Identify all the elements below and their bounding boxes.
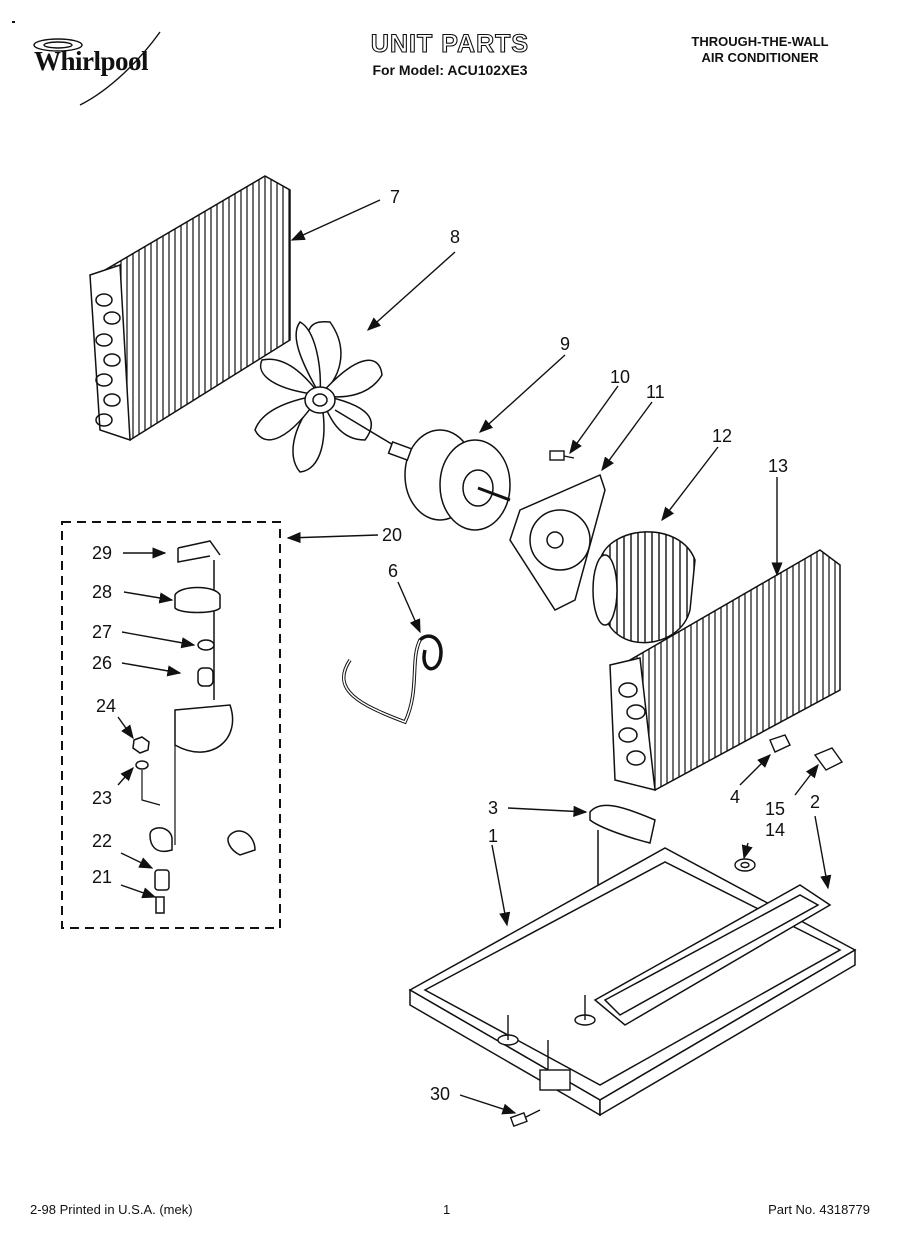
page-title: UNIT PARTS: [370, 29, 530, 58]
control-assembly-frame: [61, 521, 281, 929]
print-info: 2-98 Printed in U.S.A. (mek): [30, 1202, 193, 1217]
callout-29: 29: [92, 543, 112, 563]
callout-3: 3: [488, 798, 498, 818]
callout-14: 14: [765, 820, 785, 840]
part-number: Part No. 4318779: [768, 1202, 870, 1217]
callout-1: 1: [488, 826, 498, 846]
callout-8: 8: [450, 227, 460, 247]
product-line-1: THROUGH-THE-WALL: [691, 34, 829, 49]
whirlpool-swoosh-icon: [33, 31, 161, 106]
callout-15: 15: [765, 799, 785, 819]
callout-13: 13: [768, 456, 788, 476]
callout-20: 20: [382, 525, 402, 545]
callout-24: 24: [96, 696, 116, 716]
callout-10: 10: [610, 367, 630, 387]
evaporator-coil-part: [609, 549, 841, 791]
callout-30: 30: [430, 1084, 450, 1104]
handle-part: [589, 804, 656, 844]
condenser-coil-part: [89, 175, 291, 442]
callout-6: 6: [388, 561, 398, 581]
callout-2: 2: [810, 792, 820, 812]
callout-21: 21: [92, 867, 112, 887]
screw-part: [549, 450, 575, 461]
fan-blade-part: [254, 321, 383, 473]
drain-tray-part: [593, 884, 832, 1026]
screw-part: [509, 1109, 541, 1128]
callout-9: 9: [560, 334, 570, 354]
callout-27: 27: [92, 622, 112, 642]
blower-wheel-part: [592, 531, 696, 644]
tube-part: [342, 634, 443, 725]
model-line: For Model: ACU102XE3: [372, 62, 528, 78]
page-number: 1: [443, 1202, 451, 1217]
mounting-studs-part: [497, 995, 596, 1091]
callout-22: 22: [92, 831, 112, 851]
motor-mount-part: [509, 473, 606, 611]
callout-7: 7: [390, 187, 400, 207]
clip-part: [734, 734, 844, 872]
callout-11: 11: [646, 382, 665, 402]
callout-23: 23: [92, 788, 112, 808]
product-line-2: AIR CONDITIONER: [701, 50, 819, 65]
callout-26: 26: [92, 653, 112, 673]
callout-28: 28: [92, 582, 112, 602]
callout-12: 12: [712, 426, 732, 446]
callout-4: 4: [730, 787, 740, 807]
fan-motor-part: [387, 429, 511, 531]
control-assembly-parts: [132, 540, 256, 914]
